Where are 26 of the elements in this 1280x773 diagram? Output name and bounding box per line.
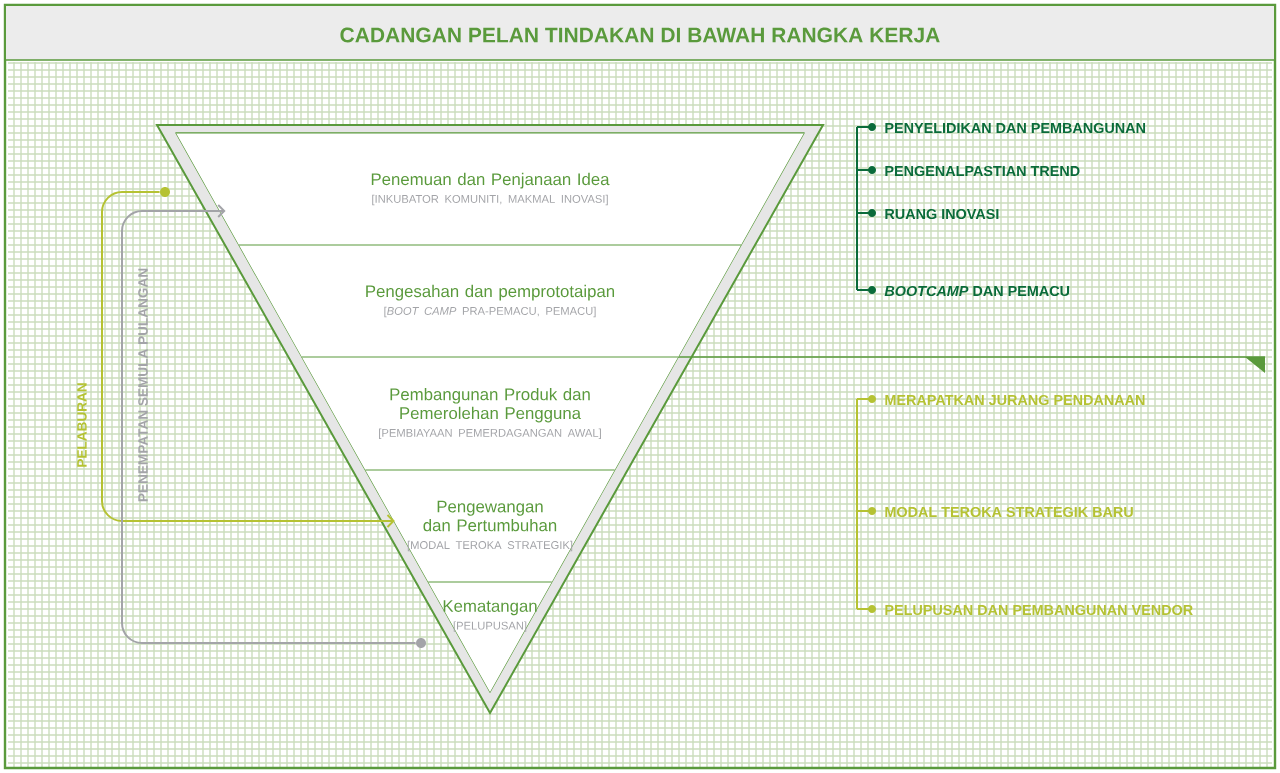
list-item: RUANG INOVASI <box>885 208 999 220</box>
node-label: [PEMBIAYAAN PEMERDAGANGAN AWAL] <box>379 428 601 440</box>
node-label: [MODAL TEROKA STRATEGIK] <box>407 540 573 552</box>
list-item: PENYELIDIKAN DAN PEMBANGUNAN <box>885 122 1146 134</box>
list-item: PENGENALPASTIAN TREND <box>885 165 1080 177</box>
list-item: MODAL TEROKA STRATEGIK BARU <box>885 506 1133 518</box>
list-item: PELUPUSAN DAN PEMBANGUNAN VENDOR <box>885 604 1193 616</box>
node-label: Penemuan dan Penjanaan Idea <box>371 172 610 189</box>
node-label: [BOOT CAMP PRA-PEMACU, PEMACU] <box>384 306 596 318</box>
list-item: MERAPATKAN JURANG PENDANAAN <box>885 394 1145 406</box>
node-label: Pengewangan dan Pertumbuhan <box>423 500 557 532</box>
arrow <box>121 204 417 644</box>
funnel-layer: Penemuan dan Penjanaan Idea [INKUBATOR KOMUNITI, MAKMAL INOVASI] <box>175 132 805 245</box>
funnel-layer: Pengesahan dan pemprototaipan [BOOT CAMP PRA-PEMACU, PEMACU] <box>238 244 742 357</box>
funnel-layer: Pembangunan Produk dan Pemerolehan Pengguna [PEMBIAYAAN PEMERDAGANGAN AWAL] <box>301 356 679 470</box>
arrow <box>101 191 395 528</box>
list-item: BOOTCAMP DAN PEMACU <box>884 285 1070 297</box>
node-label: Pengesahan dan pemprototaipan <box>366 284 615 301</box>
edge-label: PELABURAN <box>77 383 87 467</box>
funnel-layer: Kematangan [PELUPUSAN] <box>427 581 553 692</box>
node-label: Kematangan <box>443 600 537 616</box>
edge-label: PENEMPATAN SEMULA PULANGAN <box>138 268 148 502</box>
title-bar: CADANGAN PELAN TINDAKAN DI BAWAH RANGKA KERJA <box>5 6 1275 61</box>
node-label: [INKUBATOR KOMUNITI, MAKMAL INOVASI] <box>372 194 608 206</box>
node-label: Pembangunan Produk dan Pemerolehan Pengguna <box>390 387 590 423</box>
node-label: [PELUPUSAN] <box>453 621 527 632</box>
